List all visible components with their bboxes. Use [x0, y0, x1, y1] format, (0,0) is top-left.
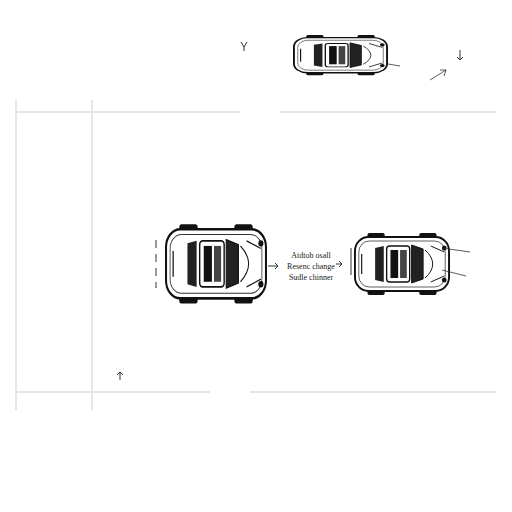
note-text: Resenc change: [286, 262, 336, 272]
road-lines: [16, 100, 496, 410]
arrow-marks: [117, 42, 463, 380]
car-top: [294, 35, 387, 75]
car-right: [355, 233, 449, 295]
note-text: Atdtob osall: [290, 251, 331, 261]
note-text: Sudle chinner: [288, 273, 334, 283]
car-left: [166, 224, 266, 303]
motion-lines: [388, 64, 470, 276]
